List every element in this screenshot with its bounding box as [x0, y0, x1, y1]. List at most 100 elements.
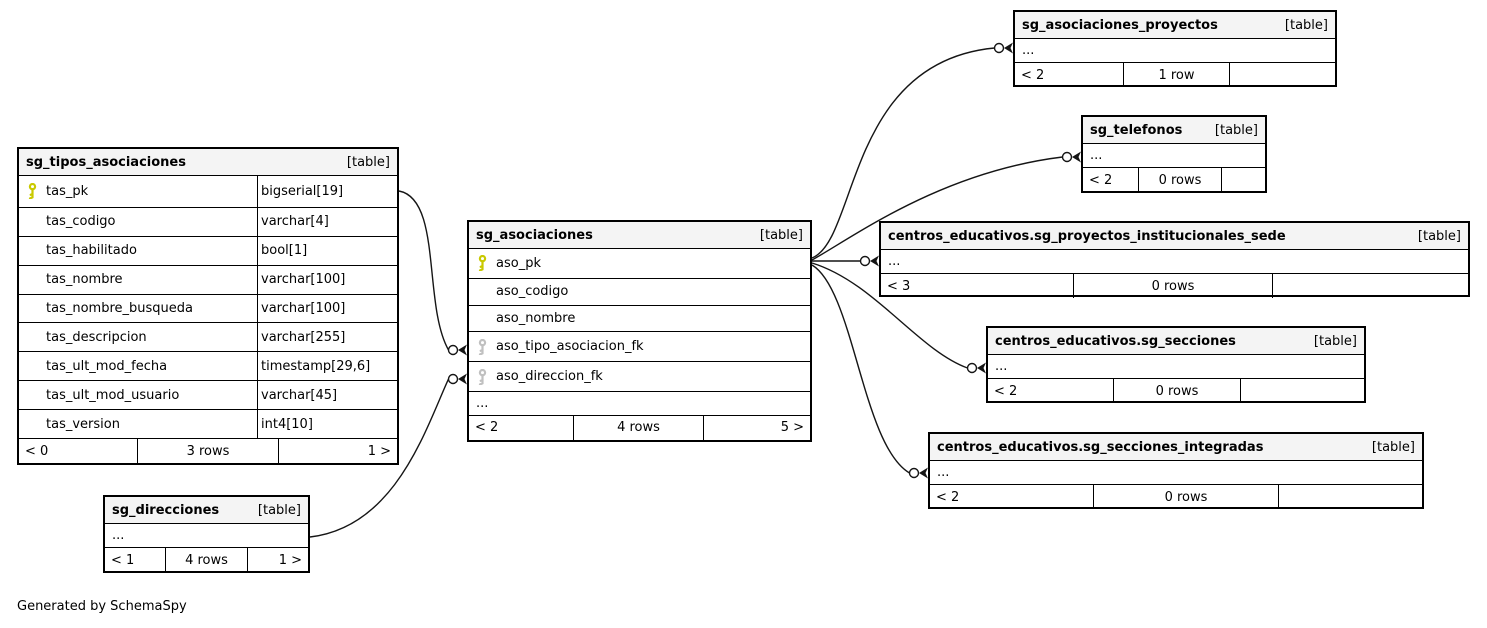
zero-or-one-circle — [966, 362, 978, 374]
table-footer: < 2 0 rows — [988, 378, 1364, 403]
zero-or-one-circle — [447, 344, 459, 356]
footer-row-count: 1 row — [1123, 63, 1229, 87]
footer-children-count — [1229, 63, 1335, 87]
foreign-key-icon — [469, 368, 496, 385]
table-name[interactable]: sg_telefonos — [1090, 122, 1183, 138]
footer-row-count: 3 rows — [137, 439, 278, 464]
table-centros_educativos.sg_proyectos_institucionales_sede[interactable]: centros_educativos.sg_proyectos_instituc… — [879, 221, 1470, 298]
foreign-key-icon — [469, 338, 496, 355]
fk-arrowhead-icon — [1004, 42, 1013, 54]
column-name: tas_descripcion — [46, 330, 147, 344]
table-sg_tipos_asociaciones[interactable]: sg_tipos_asociaciones [table] tas_pk bigse… — [17, 147, 399, 465]
footer-row-count: 0 rows — [1113, 379, 1240, 403]
primary-key-icon — [19, 183, 46, 200]
table-type-badge: [table] — [1214, 122, 1258, 138]
table-name[interactable]: sg_direcciones — [112, 502, 220, 518]
footer-children-count — [1272, 274, 1468, 298]
relationship-asociaciones-to-secciones-integradas — [811, 264, 928, 479]
zero-or-one-circle — [859, 255, 871, 267]
schemaspy-footnote: Generated by SchemaSpy — [17, 599, 187, 614]
column-type: varchar[255] — [257, 323, 397, 352]
relationship-asociaciones-to-secciones — [811, 262, 986, 374]
table-header: sg_direcciones [table] — [105, 497, 308, 523]
column-name: aso_direccion_fk — [496, 370, 603, 384]
table-centros_educativos.sg_secciones_integradas[interactable]: centros_educativos.sg_secciones_integrad… — [928, 432, 1424, 509]
footer-parents-count: < 2 — [994, 383, 1018, 399]
fk-arrowhead-icon — [1072, 151, 1081, 163]
relationship-asociaciones-to-proyectos-institucionales-sede — [812, 255, 879, 267]
column-type: varchar[45] — [257, 381, 397, 410]
table-name[interactable]: centros_educativos.sg_secciones — [995, 333, 1236, 349]
footer-parents-count: < 3 — [887, 278, 911, 294]
footer-parents-count: < 2 — [475, 420, 499, 436]
table-header: sg_telefonos [table] — [1083, 117, 1265, 143]
relationship-direcciones-to-asociaciones — [309, 373, 467, 538]
table-footer: < 3 0 rows — [881, 273, 1468, 298]
ellipsis-row: ... — [469, 390, 810, 415]
ellipsis-label: ... — [476, 395, 489, 411]
column-type: bigserial[19] — [257, 176, 397, 207]
primary-key-icon — [469, 255, 496, 272]
column-type: varchar[100] — [257, 294, 397, 323]
column-name: tas_version — [46, 417, 120, 431]
column-row: tas_nombre_busqueda varchar[100] — [19, 293, 397, 323]
column-name: tas_nombre_busqueda — [46, 302, 193, 315]
column-name: tas_habilitado — [46, 244, 137, 258]
table-name[interactable]: sg_asociaciones — [476, 227, 593, 243]
fk-arrowhead-icon — [458, 373, 467, 385]
table-centros_educativos.sg_secciones[interactable]: centros_educativos.sg_secciones [table]..… — [986, 326, 1366, 403]
column-name: aso_nombre — [496, 311, 576, 325]
ellipsis-label: ... — [995, 359, 1008, 374]
zero-or-one-circle — [447, 373, 459, 385]
table-header: centros_educativos.sg_secciones [table] — [988, 328, 1364, 354]
ellipsis-label: ... — [937, 465, 950, 480]
column-row: aso_direccion_fk — [469, 361, 810, 391]
table-type-badge: [table] — [257, 502, 301, 518]
footer-parents-count: < 0 — [25, 443, 49, 459]
table-header: sg_asociaciones_proyectos [table] — [1015, 12, 1335, 38]
table-name[interactable]: centros_educativos.sg_secciones_integrad… — [937, 439, 1264, 455]
ellipsis-row: ... — [1083, 143, 1265, 167]
column-type: varchar[100] — [257, 265, 397, 294]
table-name[interactable]: centros_educativos.sg_proyectos_instituc… — [888, 228, 1286, 244]
column-row: tas_descripcion varchar[255] — [19, 322, 397, 352]
table-name[interactable]: sg_asociaciones_proyectos — [1022, 17, 1218, 33]
column-name: aso_codigo — [496, 285, 569, 299]
column-name: tas_codigo — [46, 215, 116, 229]
table-type-badge: [table] — [1371, 439, 1415, 455]
footer-parents-count: < 2 — [936, 489, 960, 505]
footer-row-count: 0 rows — [1073, 274, 1272, 298]
column-name: tas_pk — [46, 184, 89, 198]
footer-children-count: 1 > — [278, 439, 397, 464]
table-header: centros_educativos.sg_proyectos_instituc… — [881, 223, 1468, 249]
ellipsis-label: ... — [1090, 148, 1103, 163]
footer-children-count — [1221, 168, 1265, 192]
ellipsis-row: ... — [105, 523, 308, 547]
ellipsis-row: ... — [930, 460, 1422, 484]
zero-or-one-circle — [993, 42, 1005, 54]
table-type-badge: [table] — [1313, 333, 1357, 349]
table-type-badge: [table] — [1284, 17, 1328, 33]
zero-or-one-circle — [1061, 151, 1073, 163]
column-row: aso_pk — [469, 248, 810, 278]
ellipsis-row: ... — [988, 354, 1364, 378]
table-name[interactable]: sg_tipos_asociaciones — [26, 154, 186, 170]
ellipsis-row: ... — [881, 249, 1468, 273]
ellipsis-label: ... — [112, 528, 125, 543]
ellipsis-row: ... — [1015, 38, 1335, 62]
column-name: aso_tipo_asociacion_fk — [496, 340, 644, 354]
table-type-badge: [table] — [346, 154, 390, 170]
